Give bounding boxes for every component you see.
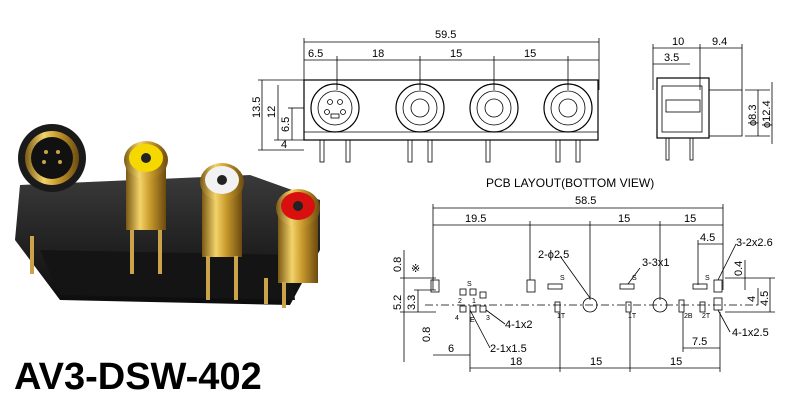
pin-label: S	[467, 281, 472, 288]
pcb-bottom-seg-5: 7.5	[692, 336, 707, 348]
front-height-3: 6.5	[280, 117, 292, 132]
front-height-2: 12	[266, 106, 278, 118]
label-hole-2-1x1-5: 2-1x1.5	[490, 343, 527, 355]
pcb-top-seg-1: 19.5	[465, 213, 486, 225]
label-hole-3-2x2-6: 3-2x2.6	[736, 237, 773, 249]
pin-label: 1T	[628, 313, 637, 320]
pcb-top-seg-3: 15	[684, 213, 696, 225]
pcb-right-dim-1: 0.4	[733, 261, 745, 276]
pin-label: 4	[455, 315, 459, 322]
dimension-labels: 59.5 6.5 18 15 15 13.5 12 6.5 4 10 9.4 3…	[251, 29, 773, 368]
pin-label: 1	[472, 298, 476, 305]
pcb-right-dim-3: 4.5	[759, 291, 771, 306]
pcb-overall-dim: 58.5	[575, 195, 596, 207]
front-seg-1: 6.5	[308, 48, 323, 60]
side-top-1: 10	[672, 36, 684, 48]
pcb-note-mark: ※	[411, 263, 420, 275]
side-diam-1: ϕ8.3	[747, 105, 759, 126]
pcb-left-dim-1: 0.8	[392, 257, 404, 272]
front-overall-dim: 59.5	[435, 29, 456, 41]
label-hole-4-1x2-5: 4-1x2.5	[732, 327, 769, 339]
pcb-left-dim-3: 3.3	[406, 295, 418, 310]
label-hole-4-1x2: 4-1x2	[505, 319, 533, 331]
pcb-top-seg-2: 15	[618, 213, 630, 225]
pcb-bottom-seg-4: 15	[670, 356, 682, 368]
product-photo	[15, 124, 320, 308]
pin-label: 3	[486, 315, 490, 322]
pcb-right-small: 4.5	[700, 232, 715, 244]
pin-label: 2	[458, 298, 462, 305]
pcb-bottom-seg-3: 15	[590, 356, 602, 368]
front-seg-3: 15	[450, 48, 462, 60]
label-hole-2-5: 2-ϕ2.5	[538, 249, 569, 261]
pin-label: S	[632, 275, 637, 282]
pin-label: S	[705, 275, 710, 282]
front-height-4: 4	[281, 139, 287, 151]
front-height-1: 13.5	[251, 97, 263, 118]
pcb-left-dim-4: 0.8	[421, 327, 433, 342]
pcb-left-dim-2: 5.2	[392, 295, 404, 310]
model-number: AV3-DSW-402	[14, 356, 262, 398]
pin-label: 1T	[557, 313, 566, 320]
side-diam-2: ϕ12.4	[761, 100, 773, 128]
front-seg-4: 15	[524, 48, 536, 60]
pin-label: E	[470, 317, 475, 324]
label-hole-3-3x1: 3-3x1	[642, 257, 670, 269]
pcb-bottom-seg-1: 6	[448, 343, 454, 355]
side-sub: 3.5	[664, 52, 679, 64]
front-view	[258, 38, 600, 163]
pcb-layout-title: PCB LAYOUT(BOTTOM VIEW)	[486, 176, 655, 190]
front-seg-2: 18	[372, 48, 384, 60]
side-view	[652, 44, 773, 161]
side-top-2: 9.4	[712, 36, 727, 48]
pcb-bottom-seg-2: 18	[510, 356, 522, 368]
pin-label: 2T	[702, 313, 711, 320]
pcb-layout	[400, 204, 775, 372]
pin-label: S	[560, 275, 565, 282]
pin-label: 2B	[684, 313, 693, 320]
pcb-right-dim-2: 4	[746, 296, 758, 302]
